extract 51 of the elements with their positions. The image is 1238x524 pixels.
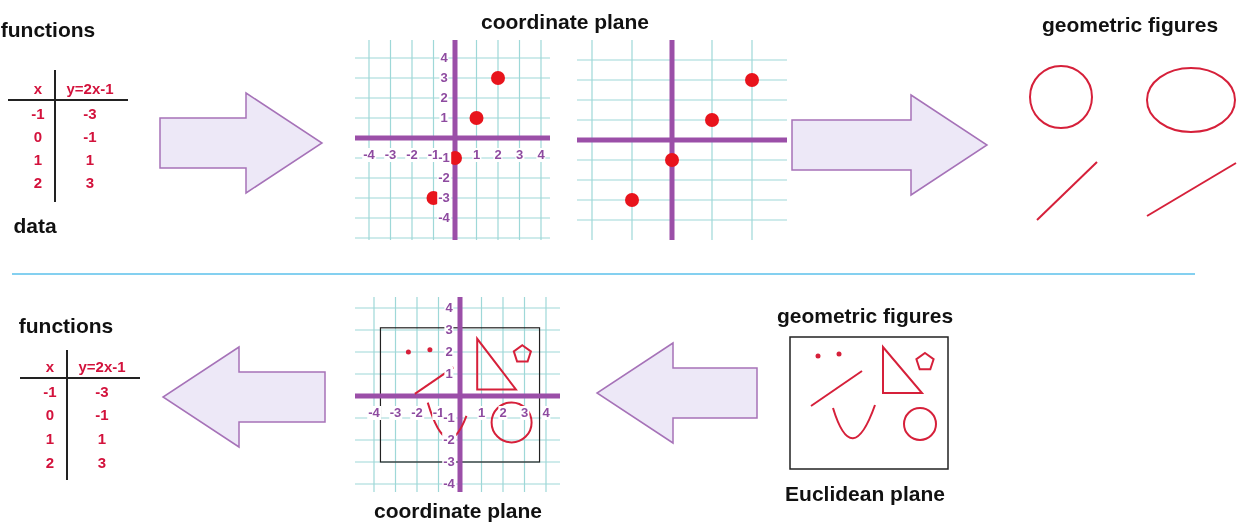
tick-label: 1 xyxy=(439,111,449,125)
heading-text: functions xyxy=(0,18,96,42)
table-value: y=2x-1 xyxy=(66,79,114,97)
heading-text: geometric figures xyxy=(776,304,954,328)
tick-label: -3 xyxy=(437,191,451,205)
tick-label: -4 xyxy=(442,477,456,491)
caption-text: data xyxy=(13,214,57,238)
block-arrow xyxy=(159,91,324,195)
table-value: -3 xyxy=(83,104,97,122)
tick-label: 2 xyxy=(493,148,503,162)
table-value: 3 xyxy=(97,453,107,471)
table-value: 2 xyxy=(33,173,43,191)
tick-label: -2 xyxy=(405,148,419,162)
tick-label: 3 xyxy=(439,71,449,85)
table-value: 3 xyxy=(85,173,95,191)
table-value: x xyxy=(33,79,43,97)
tick-label: 4 xyxy=(439,51,449,65)
block-arrow xyxy=(161,345,326,449)
heading-text: Euclidean plane xyxy=(785,482,945,506)
table-value: 1 xyxy=(33,150,43,168)
tick-label: -4 xyxy=(437,211,451,225)
tick-label: 1 xyxy=(471,148,482,162)
table-value: y=2x-1 xyxy=(78,357,126,375)
heading-text: geometric figures xyxy=(1041,13,1219,37)
table-value: 2 xyxy=(45,453,55,471)
tick-label: 4 xyxy=(541,406,551,420)
tick-label: 2 xyxy=(439,91,449,105)
table-value: -1 xyxy=(95,405,109,423)
table-value: -1 xyxy=(43,382,57,400)
table-value: 1 xyxy=(45,429,55,447)
tick-label: -1 xyxy=(437,151,451,165)
heading-text: functions xyxy=(18,314,114,338)
table-value: 1 xyxy=(85,150,95,168)
table-value: 0 xyxy=(33,127,43,145)
table-value: 0 xyxy=(45,405,55,423)
tick-label: -3 xyxy=(383,148,398,162)
table-value: x xyxy=(45,357,55,375)
block-arrow xyxy=(595,341,758,445)
table-value: -3 xyxy=(95,382,109,400)
tick-label: -4 xyxy=(367,406,381,420)
table-value: -1 xyxy=(31,104,45,122)
table-value: 1 xyxy=(97,429,107,447)
tick-label: 3 xyxy=(514,148,525,162)
tick-label: -4 xyxy=(362,148,376,162)
tick-label: -2 xyxy=(437,171,451,185)
heading-text: coordinate plane xyxy=(481,10,649,34)
tick-label: 4 xyxy=(536,148,546,162)
block-arrow xyxy=(791,93,989,197)
tick-label: 4 xyxy=(444,301,454,315)
table-value: -1 xyxy=(83,127,97,145)
heading-text: coordinate plane xyxy=(374,499,542,523)
